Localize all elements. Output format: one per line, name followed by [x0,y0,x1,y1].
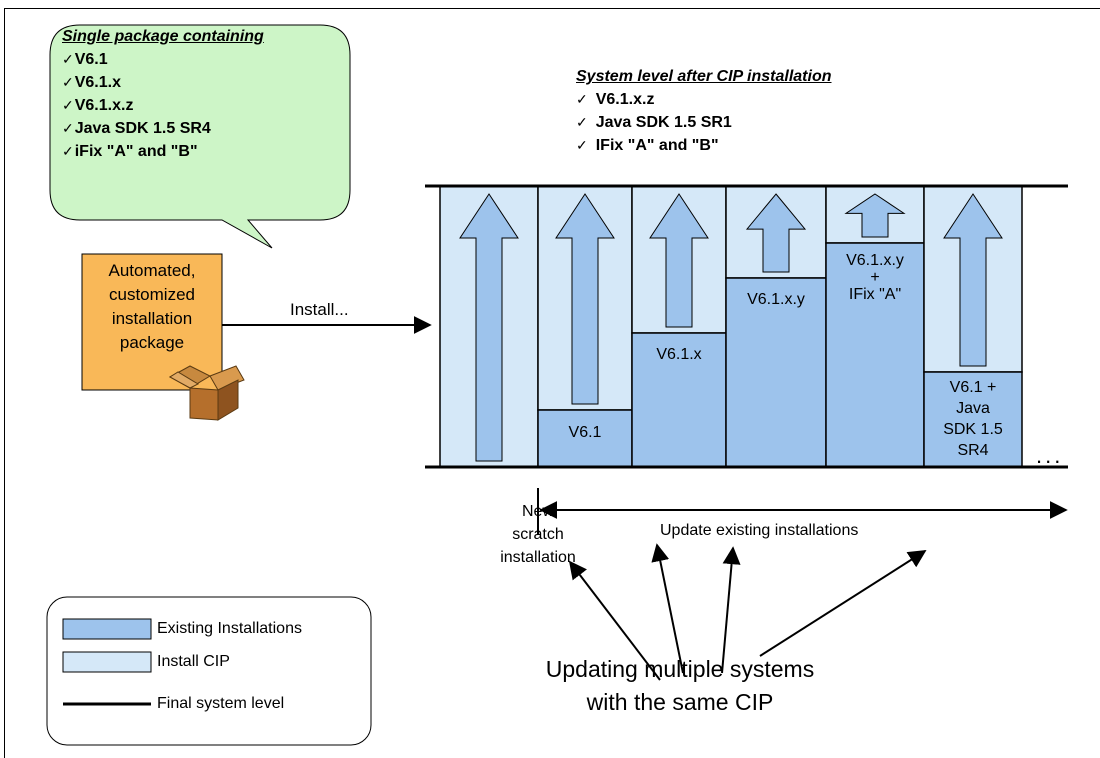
legend-label-existing: Existing Installations [157,620,302,637]
pointer-arrow-2 [651,543,684,674]
bubble-title: Single package containing [62,28,264,45]
bubble-item: ✓V6.1.x [62,74,121,91]
upgrade-arrow-icon-3 [745,193,807,273]
check-icon: ✓ [576,91,588,107]
column-label-v61xy-ifix: V6.1.x.y + IFix "A" [846,252,904,303]
check-icon: ✓ [62,120,74,136]
upgrade-arrow-icon-2 [649,193,709,328]
update-existing-label: Update existing installations [660,522,859,539]
legend-label-final: Final system level [157,695,285,712]
column-existing-segment-2 [631,332,727,468]
check-icon: ✓ [576,114,588,130]
legend-swatch-existing [62,618,152,640]
legend-label-cip: Install CIP [157,653,230,670]
column-existing-segment-1 [537,409,633,468]
install-label: Install... [290,300,349,319]
check-icon: ✓ [62,74,74,90]
legend-swatch-cip [62,651,152,673]
column-label-v61xy: V6.1.x.y [747,291,805,308]
system-level-item: ✓Java SDK 1.5 SR1 [576,114,732,131]
speech-bubble [49,24,351,249]
column-existing-segment-3 [725,277,827,468]
column-existing-segment-5 [923,371,1023,468]
pointer-arrow-4 [759,550,927,657]
bubble-item: ✓V6.1 [62,51,108,68]
system-level-text: System level after CIP installation ✓V6.… [576,65,832,157]
column-label-v61: V6.1 [568,424,602,441]
package-box [81,253,223,391]
column-existing-segment-4 [825,242,925,468]
continuation-dots: ... [1036,443,1064,468]
bubble-item: ✓Java SDK 1.5 SR4 [62,120,211,137]
frame-top-border [4,8,1100,9]
column-label-java-sdk: V6.1 + Java SDK 1.5 SR4 [943,379,1003,459]
bubble-text: Single package containing ✓V6.1 ✓V6.1.x … [62,25,264,163]
upgrade-arrow-icon-1 [555,193,615,405]
caption: Updating multiple systems with the same … [530,653,830,719]
package-label-line: installation [111,309,193,328]
check-icon: ✓ [576,137,588,153]
check-icon: ✓ [62,97,74,113]
pointer-arrow-3 [721,546,741,674]
system-level-item: ✓IFix "A" and "B" [576,137,719,154]
bubble-item: ✓iFix "A" and "B" [62,143,198,160]
bubble-item: ✓V6.1.x.z [62,97,134,114]
column-label-v61x: V6.1.x [656,346,702,363]
upgrade-arrow-icon-4 [844,193,906,238]
system-level-title: System level after CIP installation [576,68,832,85]
upgrade-arrow-icon-0 [459,193,519,462]
check-icon: ✓ [62,143,74,159]
package-label-line: customized [109,285,195,304]
package-label-line: Automated, [108,261,196,280]
package-label: Automated, customized installation packa… [82,259,222,355]
pointer-arrow-1 [568,560,661,681]
upgrade-arrow-icon-5 [943,193,1003,367]
caption-line-2: with the same CIP [586,689,774,715]
system-level-item: ✓V6.1.x.z [576,91,655,108]
check-icon: ✓ [62,51,74,67]
package-label-line: package [119,333,185,352]
caption-line-1: Updating multiple systems [545,656,815,682]
cardboard-box-icon [168,365,245,421]
scratch-installation-label: New scratch installation [500,503,576,566]
frame-left-border [4,8,5,758]
